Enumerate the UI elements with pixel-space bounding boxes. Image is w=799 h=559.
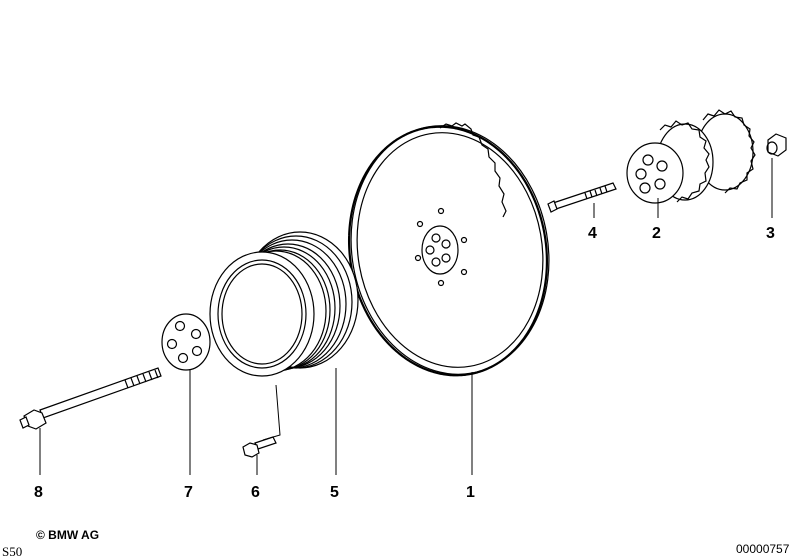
leader-lines xyxy=(39,158,773,475)
sleeve-bushing[interactable] xyxy=(766,133,787,157)
callout-5: 5 xyxy=(330,484,339,501)
copyright-text: © BMW AG xyxy=(36,528,99,542)
flywheel-hub xyxy=(414,207,468,287)
callout-1: 1 xyxy=(466,484,475,501)
callout-3: 3 xyxy=(766,225,775,242)
sprocket-assembly[interactable] xyxy=(626,109,756,204)
callout-4: 4 xyxy=(588,225,597,242)
flywheel-disc[interactable] xyxy=(330,110,568,391)
hex-bolt[interactable] xyxy=(242,436,277,458)
callout-7: 7 xyxy=(184,484,193,501)
model-code: S50 xyxy=(2,544,22,559)
long-bolt-small[interactable] xyxy=(547,182,617,213)
callout-2: 2 xyxy=(652,225,661,242)
diagram-number: 00000757 xyxy=(736,542,790,556)
long-central-bolt[interactable] xyxy=(19,367,162,430)
callout-8: 8 xyxy=(34,484,43,501)
callout-6: 6 xyxy=(251,484,260,501)
leader-6 xyxy=(262,384,281,441)
hub-plate[interactable] xyxy=(161,313,211,371)
vibration-damper-pulley[interactable] xyxy=(209,231,359,377)
